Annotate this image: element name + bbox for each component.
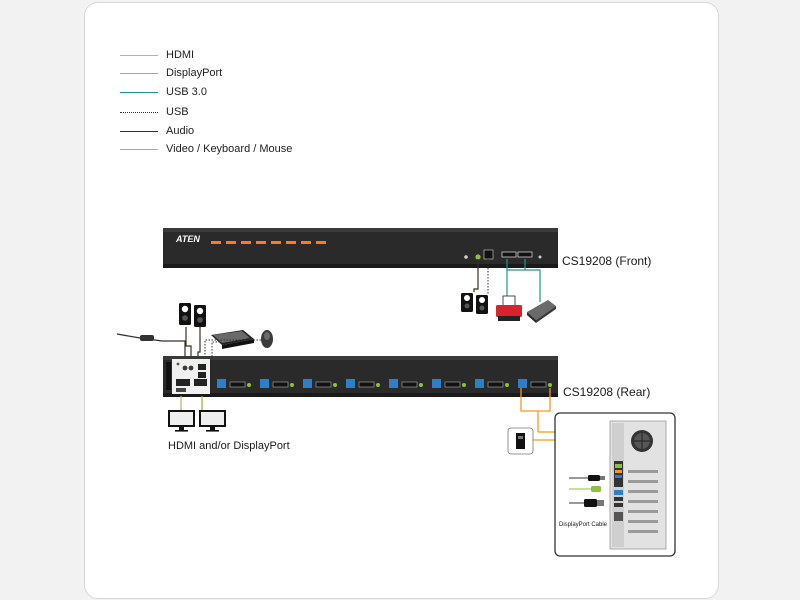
legend-label: USB 3.0	[166, 86, 207, 98]
scanner-icon	[527, 300, 556, 323]
computer-tower-icon	[609, 420, 667, 550]
keyboard-icon	[211, 330, 254, 349]
console-displayport-icon	[194, 379, 207, 386]
printer-icon	[496, 295, 522, 321]
legend-swatch	[120, 92, 158, 93]
legend-label: USB	[166, 106, 189, 118]
legend-label: HDMI	[166, 49, 195, 61]
rear-port-groups	[217, 379, 552, 388]
cable-adapter-icon	[507, 427, 534, 455]
audio-jack-icon	[475, 254, 481, 260]
kvm-switch-rear	[163, 356, 558, 397]
front-usb-port-icon	[501, 251, 517, 258]
front-cables	[473, 259, 541, 302]
microphone-icon	[116, 333, 163, 342]
cable-label: DisplayPort Cable	[559, 522, 608, 528]
computer-inset	[554, 412, 676, 557]
monitor-icon	[199, 410, 226, 432]
monitor-icon	[168, 410, 195, 432]
front-usb-port-icon	[517, 251, 533, 258]
cable-plugs	[569, 475, 605, 507]
legend-swatch	[120, 112, 158, 113]
brand-logo: ATEN	[175, 234, 200, 244]
console-monitor-label: HDMI and/or DisplayPort	[168, 440, 290, 452]
mic-jack-icon	[464, 255, 468, 259]
legend-swatch	[120, 73, 158, 74]
legend-label: Audio	[166, 125, 195, 137]
kvm-switch-front	[163, 228, 558, 268]
indicator-icon	[538, 255, 542, 259]
speakers-icon	[179, 303, 206, 327]
legend-swatch	[120, 131, 158, 132]
legend-swatch	[120, 149, 158, 150]
rear-panel-label: CS19208 (Rear)	[563, 385, 651, 399]
legend-swatch	[120, 55, 158, 56]
monitor-cables	[180, 396, 203, 410]
speakers-icon	[461, 293, 488, 314]
console-hdmi-port-icon	[176, 379, 190, 386]
legend-label: Video / Keyboard / Mouse	[166, 143, 293, 155]
computer-cables	[520, 388, 555, 441]
front-panel-label: CS19208 (Front)	[562, 254, 652, 268]
front-usb-port-icon	[483, 249, 494, 260]
port-leds	[211, 241, 326, 244]
legend-label: DisplayPort	[166, 67, 223, 79]
mouse-icon	[261, 330, 273, 348]
